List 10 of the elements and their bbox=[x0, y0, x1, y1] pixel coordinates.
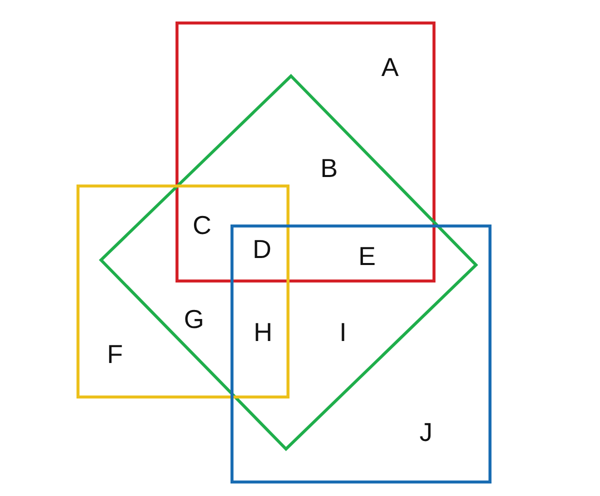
region-label: J bbox=[420, 419, 432, 445]
region-label: F bbox=[107, 341, 123, 367]
region-label: E bbox=[358, 243, 376, 269]
region-label: H bbox=[254, 319, 272, 345]
region-label: G bbox=[184, 306, 204, 332]
region-label: C bbox=[192, 212, 212, 238]
region-label: D bbox=[252, 236, 272, 262]
region-label: I bbox=[339, 319, 347, 345]
region-label: B bbox=[320, 155, 338, 181]
region-label: A bbox=[381, 54, 399, 80]
